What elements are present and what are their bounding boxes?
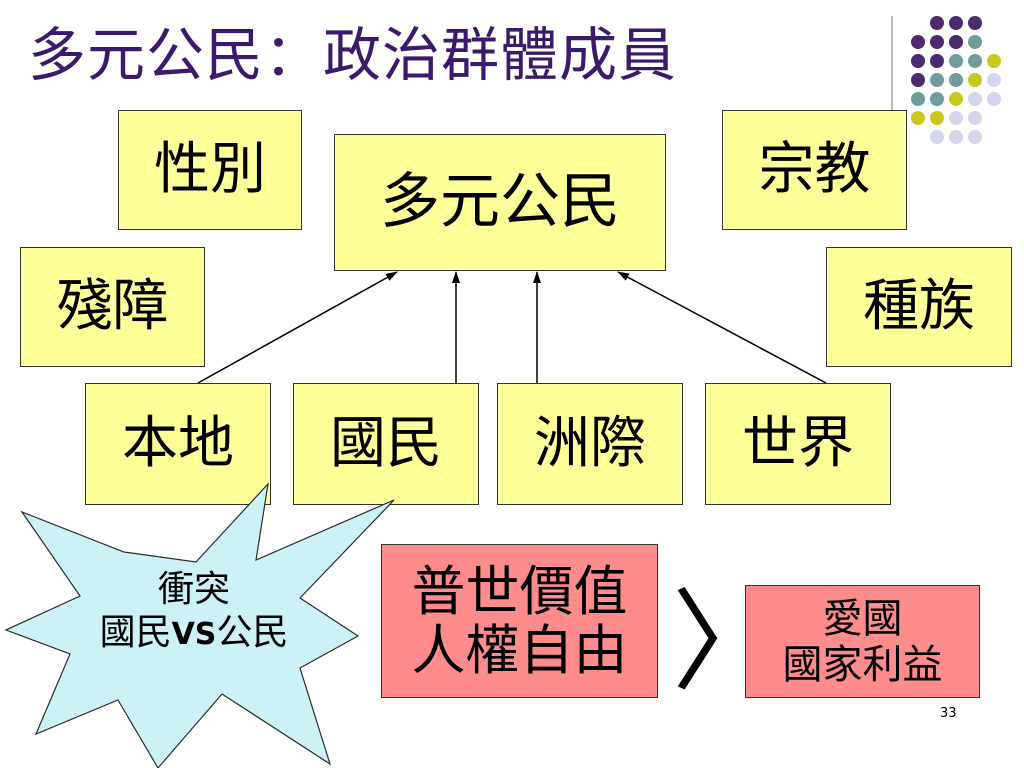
decorative-dot bbox=[968, 92, 982, 106]
decorative-dot bbox=[987, 73, 1001, 87]
arrow-local-to-center bbox=[197, 271, 398, 384]
decorative-dot bbox=[930, 92, 944, 106]
conflict-citizen: 公民 bbox=[216, 612, 289, 654]
decorative-dot bbox=[911, 111, 925, 125]
decorative-dot bbox=[968, 130, 982, 144]
level-box-local: 本地 bbox=[85, 383, 271, 505]
decorative-dot bbox=[968, 35, 982, 49]
universal-values-line2: 人權自由 bbox=[411, 619, 628, 682]
identity-label-religion: 宗教 bbox=[758, 136, 871, 202]
decorative-dot bbox=[949, 73, 963, 87]
starburst-shape bbox=[4, 482, 395, 768]
conflict-national: 國民 bbox=[99, 612, 172, 654]
arrow-global-to-center bbox=[617, 271, 827, 384]
level-box-global: 世界 bbox=[705, 383, 891, 505]
identity-label-gender: 性別 bbox=[154, 136, 266, 202]
identity-box-religion: 宗教 bbox=[722, 110, 907, 230]
decorative-dot bbox=[930, 111, 944, 125]
level-box-continental: 洲際 bbox=[497, 383, 683, 505]
decorative-dot bbox=[949, 35, 963, 49]
decorative-dot bbox=[930, 54, 944, 68]
identity-box-disability: 殘障 bbox=[20, 247, 205, 367]
center-label: 多元公民 bbox=[380, 167, 620, 237]
conflict-line1: 衝突 bbox=[157, 569, 230, 610]
national-interest-box: 愛國 國家利益 bbox=[745, 585, 980, 698]
decorative-dot bbox=[949, 92, 963, 106]
identity-box-gender: 性別 bbox=[118, 110, 302, 230]
level-label-continental: 洲際 bbox=[534, 410, 646, 476]
conflict-vs: VS bbox=[171, 617, 217, 653]
decorative-dot bbox=[987, 92, 1001, 106]
decorative-dot bbox=[911, 35, 925, 49]
decorative-dot bbox=[930, 16, 944, 30]
universal-values-box: 普世價值 人權自由 bbox=[381, 544, 658, 698]
national-interest-line2: 國家利益 bbox=[782, 641, 943, 688]
identity-box-ethnicity: 種族 bbox=[826, 247, 1012, 367]
decorative-dot bbox=[930, 130, 944, 144]
title-divider-line bbox=[891, 16, 893, 120]
slide-title: 多元公民：政治群體成員 bbox=[28, 21, 678, 89]
decorative-dot bbox=[911, 73, 925, 87]
decorative-dot bbox=[987, 54, 1001, 68]
center-box: 多元公民 bbox=[334, 134, 666, 271]
decorative-dot-grid bbox=[911, 16, 1001, 144]
decorative-dot bbox=[968, 16, 982, 30]
national-interest-line1: 愛國 bbox=[822, 595, 903, 642]
decorative-dot bbox=[930, 73, 944, 87]
decorative-dot bbox=[949, 111, 963, 125]
decorative-dot bbox=[930, 35, 944, 49]
decorative-dot bbox=[968, 54, 982, 68]
decorative-dot bbox=[949, 130, 963, 144]
decorative-dot bbox=[949, 54, 963, 68]
decorative-dot bbox=[911, 92, 925, 106]
universal-values-line1: 普世價值 bbox=[411, 559, 628, 623]
decorative-dot bbox=[968, 111, 982, 125]
level-box-national: 國民 bbox=[293, 383, 479, 505]
identity-label-ethnicity: 種族 bbox=[863, 273, 975, 339]
level-label-national: 國民 bbox=[330, 410, 442, 476]
decorative-dot bbox=[949, 16, 963, 30]
decorative-dot bbox=[968, 73, 982, 87]
level-label-local: 本地 bbox=[122, 410, 234, 476]
conflict-text: 衝突 國民VS公民 bbox=[64, 568, 324, 654]
identity-label-disability: 殘障 bbox=[56, 273, 169, 339]
conflict-line2: 國民VS公民 bbox=[64, 611, 324, 654]
decorative-dot bbox=[911, 54, 925, 68]
level-label-global: 世界 bbox=[742, 410, 854, 476]
page-number: 33 bbox=[940, 706, 957, 721]
